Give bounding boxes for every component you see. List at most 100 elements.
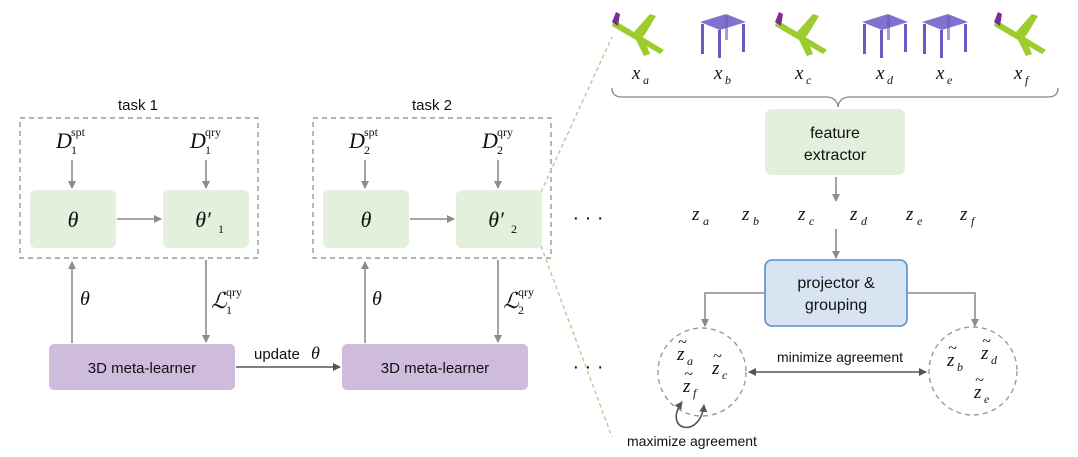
group-left-circle xyxy=(657,327,747,417)
task-1-theta-init-label: θ xyxy=(80,288,90,310)
maximize-agreement-arrow xyxy=(674,401,708,429)
sample-c-label: x xyxy=(794,63,804,84)
update-label: update xyxy=(254,346,300,363)
sample-e-label: x xyxy=(935,63,945,84)
meta-learner-box-1 xyxy=(49,344,235,390)
feature-extractor-label-line-1: feature xyxy=(810,125,860,142)
task-2-theta: θ xyxy=(361,207,372,232)
task-1-query-sub: 1 xyxy=(205,143,211,157)
feature-b-label: z xyxy=(741,204,750,225)
sample-d-table-icon xyxy=(862,14,908,58)
task-2-theta-box xyxy=(323,190,409,248)
task-2-loss-sub: 2 xyxy=(518,303,524,317)
group-left-f-tilde: ~ xyxy=(684,366,693,383)
task-1-support-sup: spt xyxy=(71,125,86,139)
task-2-query-D: D xyxy=(481,128,498,153)
task-1-support-set: D spt 1 xyxy=(55,125,86,157)
group-right-b-subscript: b xyxy=(957,360,963,374)
feature-f-label: z xyxy=(959,204,968,225)
task-1-theta-box xyxy=(30,190,116,248)
task-1-frame xyxy=(19,117,259,259)
sample-b-table-icon xyxy=(700,14,746,58)
feature-b-subscript: b xyxy=(753,214,759,228)
task-2-support-sub: 2 xyxy=(364,143,370,157)
feature-a-subscript: a xyxy=(703,214,709,228)
task-1-theta-prime-sub: 1 xyxy=(218,222,224,236)
task-1-theta-prime: θ′ xyxy=(195,207,212,232)
feature-d-subscript: d xyxy=(861,214,868,228)
task-1-query-sup: qry xyxy=(205,125,221,139)
task-ellipsis: · · · xyxy=(572,207,603,229)
sample-brace xyxy=(611,87,1059,107)
group-left-a-subscript: a xyxy=(687,354,693,368)
task-1-query-set: D qry 1 xyxy=(189,125,221,157)
feature-f-subscript: f xyxy=(971,214,976,228)
group-right-b-tilde: ~ xyxy=(948,340,957,357)
sample-a-subscript: a xyxy=(643,73,649,87)
group-left-f-subscript: f xyxy=(693,386,698,400)
minimize-agreement-label: minimize agreement xyxy=(777,349,903,365)
group-right-e-label: z xyxy=(973,382,982,403)
task-2-loss-symbol: ℒ xyxy=(503,288,520,313)
learner-ellipsis: · · · xyxy=(572,356,603,378)
task-1-loss-symbol: ℒ xyxy=(211,288,228,313)
group-right-b-label: z xyxy=(946,350,955,371)
task-1-theta-prime-box xyxy=(163,190,249,248)
group-right-circle xyxy=(928,326,1018,416)
task-2-frame xyxy=(312,117,552,259)
task-2-loss-label: ℒ qry 2 xyxy=(503,285,534,317)
group-right-e-subscript: e xyxy=(984,392,990,406)
group-left-f-label: z xyxy=(682,376,691,397)
group-right-e-tilde: ~ xyxy=(975,372,984,389)
feature-extractor-label-line-2: extractor xyxy=(804,147,867,164)
sample-a-label: x xyxy=(631,63,641,84)
group-left-c-label: z xyxy=(711,358,720,379)
meta-learner-label-2: 3D meta-learner xyxy=(381,360,489,377)
task-2-query-set: D qry 2 xyxy=(481,125,513,157)
projector-label-line-1: projector & xyxy=(797,275,875,292)
task-2-support-set: D spt 2 xyxy=(348,125,379,157)
group-left-c-tilde: ~ xyxy=(713,348,722,365)
maximize-agreement-label: maximize agreement xyxy=(627,433,757,449)
task-1-query-D: D xyxy=(189,128,206,153)
feature-c-subscript: c xyxy=(809,214,815,228)
task-2-theta-init-label: θ xyxy=(372,288,382,310)
task-2-theta-prime-box xyxy=(456,190,542,248)
group-left-c-subscript: c xyxy=(722,368,728,382)
meta-learner-label-1: 3D meta-learner xyxy=(88,360,196,377)
task-1-loss-sub: 1 xyxy=(226,303,232,317)
projector-right-branch-arrow xyxy=(907,292,979,327)
task-1-support-sub: 1 xyxy=(71,143,77,157)
task-2-query-sub: 2 xyxy=(497,143,503,157)
sample-c-subscript: c xyxy=(806,73,812,87)
sample-e-subscript: e xyxy=(947,73,953,87)
task-2-theta-prime-sub: 2 xyxy=(511,222,517,236)
sample-b-label: x xyxy=(713,63,723,84)
feature-extractor-box xyxy=(765,109,905,175)
feature-e-label: z xyxy=(905,204,914,225)
group-left-a-tilde: ~ xyxy=(678,334,687,351)
group-right-members: z~bz~dz~e xyxy=(946,333,998,406)
task-2-label: task 2 xyxy=(412,97,452,114)
task-2-support-D: D xyxy=(348,128,365,153)
group-right-d-subscript: d xyxy=(991,353,998,367)
zoom-line-top xyxy=(540,36,613,193)
group-left-a-label: z xyxy=(676,344,685,365)
sample-f-airplane-icon xyxy=(994,12,1046,56)
sample-f-label: x xyxy=(1013,63,1023,84)
task-1-support-D: D xyxy=(55,128,72,153)
task-1-loss-sup: qry xyxy=(226,285,242,299)
task-1-theta: θ xyxy=(68,207,79,232)
task-2-support-sup: spt xyxy=(364,125,379,139)
feature-d-label: z xyxy=(849,204,858,225)
sample-d-label: x xyxy=(875,63,885,84)
update-theta: θ xyxy=(311,343,320,363)
task-2-loss-sup: qry xyxy=(518,285,534,299)
feature-c-label: z xyxy=(797,204,806,225)
task-1-loss-label: ℒ qry 1 xyxy=(211,285,242,317)
